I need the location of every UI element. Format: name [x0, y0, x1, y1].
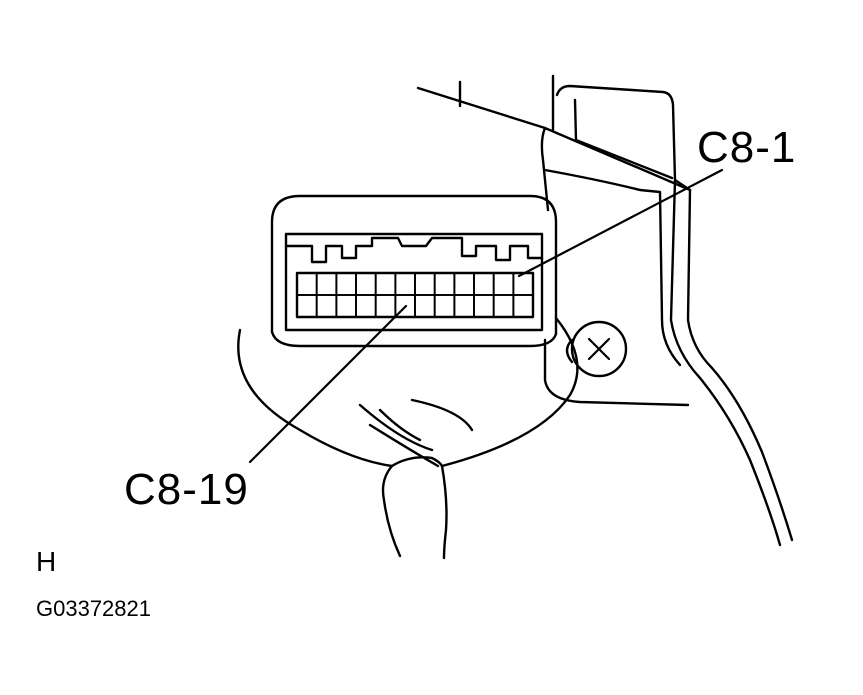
connector-pin — [296, 272, 318, 296]
connector-pin — [453, 272, 475, 296]
connector-pin — [492, 272, 515, 296]
leader-lines — [248, 168, 724, 464]
wire-harness — [237, 316, 579, 560]
connector-pin — [394, 272, 416, 296]
figure-code: G03372821 — [36, 596, 151, 621]
mounting-bracket — [416, 74, 794, 547]
connector-pin — [355, 294, 377, 318]
connector-pin — [374, 272, 397, 296]
connector-pin — [433, 294, 456, 318]
connector-pin — [492, 294, 515, 318]
leader-line-c8-1 — [517, 168, 724, 278]
connector-pin — [414, 294, 436, 318]
connector-pin — [315, 294, 338, 318]
connector-pin — [433, 272, 456, 296]
leader-line-c8-19 — [248, 304, 408, 464]
connector-pin — [414, 272, 436, 296]
connector-pin — [473, 294, 495, 318]
connector-pin — [512, 294, 534, 318]
callout-c8-1: C8-1 — [697, 123, 797, 172]
screw-icon — [565, 320, 628, 378]
connector-housing — [270, 194, 558, 348]
connector-pin — [296, 294, 318, 318]
connector-pin — [512, 272, 534, 296]
connector-pin — [473, 272, 495, 296]
view-letter: H — [36, 546, 57, 577]
callout-c8-19: C8-19 — [124, 465, 249, 514]
connector-pin — [453, 294, 475, 318]
pin-grid-frame — [295, 271, 535, 319]
connector-pin — [335, 294, 357, 318]
connector-pin — [355, 272, 377, 296]
connector-pin — [374, 294, 397, 318]
connector-pin — [315, 272, 338, 296]
connector-pin-grid — [295, 271, 535, 319]
connector-pin — [335, 272, 357, 296]
